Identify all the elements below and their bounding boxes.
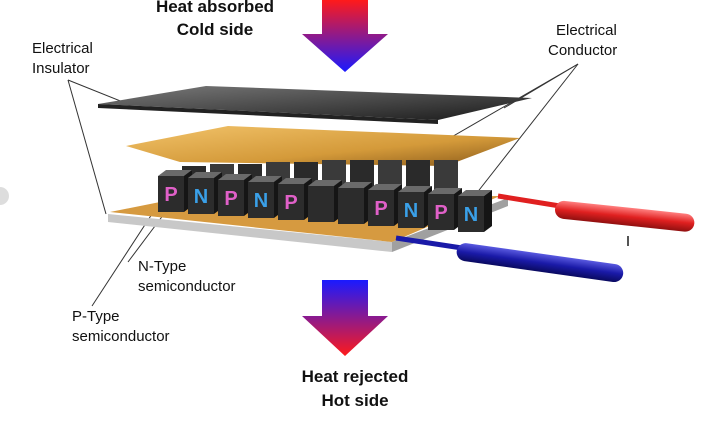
- pellet-n-type: N: [188, 172, 222, 214]
- insulator-label-line1: Electrical: [32, 40, 93, 57]
- cold-side-arrow: [302, 0, 388, 72]
- pellet-p-type: P: [158, 170, 192, 212]
- pellet-n-type: N: [398, 186, 432, 228]
- conductor-label-line2: Conductor: [548, 42, 618, 59]
- pellet-n-type: N: [248, 176, 282, 218]
- hot-side-arrow: [302, 280, 388, 356]
- ntype-label-line2: semiconductor: [138, 278, 236, 295]
- conductor-label-line1: Electrical: [556, 22, 617, 39]
- pellet-letter: P: [164, 184, 177, 206]
- pellet-letter: P: [224, 188, 237, 210]
- pellet-p-type: P: [368, 184, 402, 226]
- insulator-label-line2: Insulator: [32, 60, 90, 77]
- heat-absorbed-label: Heat absorbed: [155, 0, 275, 16]
- pellet-p-type: P: [278, 178, 312, 220]
- ptype-label-line1: P-Type: [72, 308, 120, 325]
- pellet-letter: N: [464, 204, 478, 226]
- edge-mark: [0, 187, 9, 205]
- ntype-label-line1: N-Type: [138, 258, 187, 275]
- positive-wire: [497, 193, 695, 232]
- pellet-p-type: P: [218, 174, 252, 216]
- pellet-letter: P: [434, 202, 447, 224]
- pellet-blank: [308, 180, 342, 222]
- pellet-blank: [338, 182, 372, 224]
- pellet-letter: P: [374, 198, 387, 220]
- heat-rejected-label: Heat rejected: [301, 367, 409, 386]
- hot-side-label: Hot side: [321, 391, 389, 410]
- base-ceramic-plate: [108, 214, 392, 252]
- pellet-letter: P: [284, 192, 297, 214]
- ptype-label-line2: semiconductor: [72, 328, 170, 345]
- pellet-letter: N: [254, 190, 268, 212]
- cold-side-label: Cold side: [176, 20, 254, 39]
- top-ceramic-plate: [98, 86, 532, 120]
- tick-mark: [627, 236, 629, 246]
- negative-wire: [395, 235, 624, 283]
- pellet-p-type: P: [428, 188, 462, 230]
- leader-lines: [67, 63, 579, 307]
- pellet-letter: N: [404, 200, 418, 222]
- pellet-letter: N: [194, 186, 208, 208]
- upper-conductor-plate: [126, 126, 520, 166]
- pellet-n-type: N: [458, 190, 492, 232]
